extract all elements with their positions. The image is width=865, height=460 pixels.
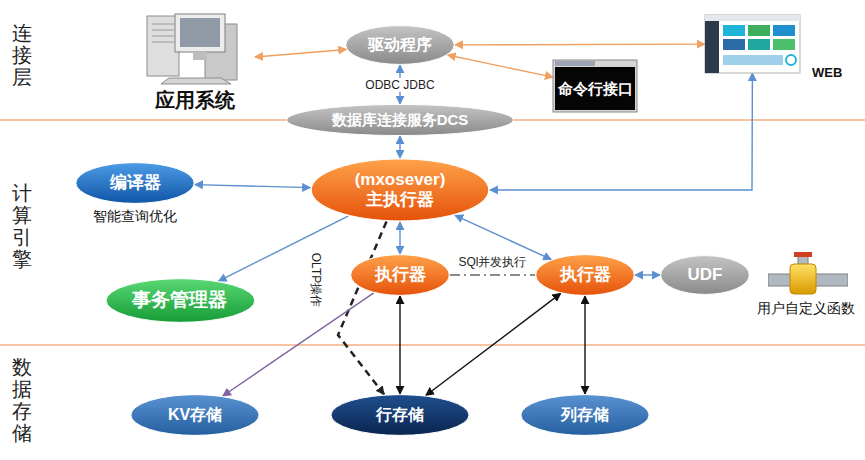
node-text: KV存储 [168, 405, 222, 424]
text-holder: 驱动程序 [345, 25, 455, 65]
ellipse-fill [131, 395, 259, 436]
node-text: 列存储 [561, 405, 609, 424]
node-text: 编译器 [110, 173, 161, 193]
text-holder: UDF [660, 255, 750, 295]
web-page-screenshot [705, 15, 800, 73]
node-text: 执行器 [375, 265, 426, 285]
executor-ellipse: 执行器 [350, 254, 450, 296]
node-text: 驱动程序 [368, 35, 432, 54]
connector [426, 293, 561, 395]
layer-label: 数据存储 [12, 356, 32, 444]
row-storage-ellipse: 行存储 [330, 394, 470, 436]
text-holder: 行存储 [330, 394, 470, 436]
connector [584, 296, 585, 394]
connector [455, 43, 705, 45]
ellipse-fill [287, 104, 514, 135]
node-caption: WEB [812, 65, 842, 81]
ellipse-holder: 编译器 [75, 162, 195, 204]
node-text: 行存储 [376, 405, 424, 424]
text-holder: 命令行接口 [553, 66, 637, 112]
connector [338, 222, 386, 395]
node-text: UDF [688, 265, 723, 285]
connector [450, 274, 535, 276]
dcs-ellipse: 数据库连接服务DCS [285, 104, 515, 136]
text-holder: 事务管理器 [105, 278, 256, 323]
transaction-manager-ellipse: 事务管理器 [105, 278, 256, 323]
connector [448, 55, 553, 77]
text-holder: 执行器 [350, 254, 450, 296]
udf-ellipse: UDF 用户自定义函数 [660, 252, 860, 324]
node-text: 执行器 [560, 265, 611, 285]
node-caption: 用户自定义函数 [752, 300, 860, 317]
ellipse-fill [76, 163, 194, 204]
layer-divider [0, 344, 865, 346]
node-caption: 应用系统 [135, 88, 255, 112]
node-text: 主执行器 [366, 190, 434, 210]
text-holder: 数据库连接服务DCS [285, 104, 515, 136]
text-holder: (mxosever)主执行器 [310, 158, 490, 222]
ellipse-fill [661, 256, 750, 295]
ellipse-fill [521, 395, 649, 436]
text-holder: 列存储 [520, 394, 650, 436]
caption-holder: WEB [812, 65, 842, 81]
compiler-ellipse: 编译器智能查询优化 [70, 162, 200, 230]
connector [195, 185, 310, 188]
node-text: 事务管理器 [132, 289, 227, 312]
node-text: 数据库连接服务DCS [332, 111, 469, 129]
connector [399, 296, 400, 394]
caption-holder: 用户自定义函数 [752, 300, 860, 317]
main-executor-ellipse: (mxosever)主执行器 [310, 158, 490, 222]
connector [255, 49, 346, 57]
caption-holder: 应用系统 [135, 88, 255, 112]
text-holder: KV存储 [130, 394, 260, 436]
ellipse-fill [346, 26, 454, 65]
node-caption: 智能查询优化 [70, 208, 200, 225]
ellipse-fill [106, 279, 255, 323]
ellipse-fill [351, 255, 450, 296]
caption-holder: 智能查询优化 [70, 208, 200, 225]
ellipse-holder: UDF [660, 255, 750, 295]
text-holder: 编译器 [75, 162, 195, 204]
driver-ellipse: 驱动程序 [345, 25, 455, 65]
layer-label: 连接层 [12, 22, 32, 88]
connector-label: ODBC JDBC [363, 77, 436, 91]
connector [490, 73, 752, 190]
ellipse-fill [536, 255, 635, 296]
kv-storage-ellipse: KV存储 [130, 394, 260, 436]
pipe-icon [768, 252, 848, 298]
web-screenshot: WEB [700, 10, 855, 85]
ellipse-fill [331, 395, 469, 436]
layer-label: 计算引擎 [12, 182, 32, 270]
computer-icon [135, 8, 255, 86]
ellipse-fill [311, 159, 488, 221]
text-holder: 执行器 [535, 254, 635, 296]
command-line-window: 命令行接口 [553, 60, 637, 112]
screenshot-holder [705, 15, 800, 73]
node-text: 命令行接口 [558, 80, 633, 98]
connector [455, 215, 551, 259]
node-text: (mxosever) [355, 170, 446, 190]
application-system-icon: 应用系统 [135, 8, 255, 116]
connector-label: OLTP操作 [309, 251, 323, 309]
connector-label: SQl并发执行 [456, 255, 528, 269]
connector [399, 136, 400, 158]
connector [399, 222, 400, 254]
connector [635, 274, 660, 275]
column-storage-ellipse: 列存储 [520, 394, 650, 436]
connector [219, 216, 349, 281]
executor-ellipse: 执行器 [535, 254, 635, 296]
